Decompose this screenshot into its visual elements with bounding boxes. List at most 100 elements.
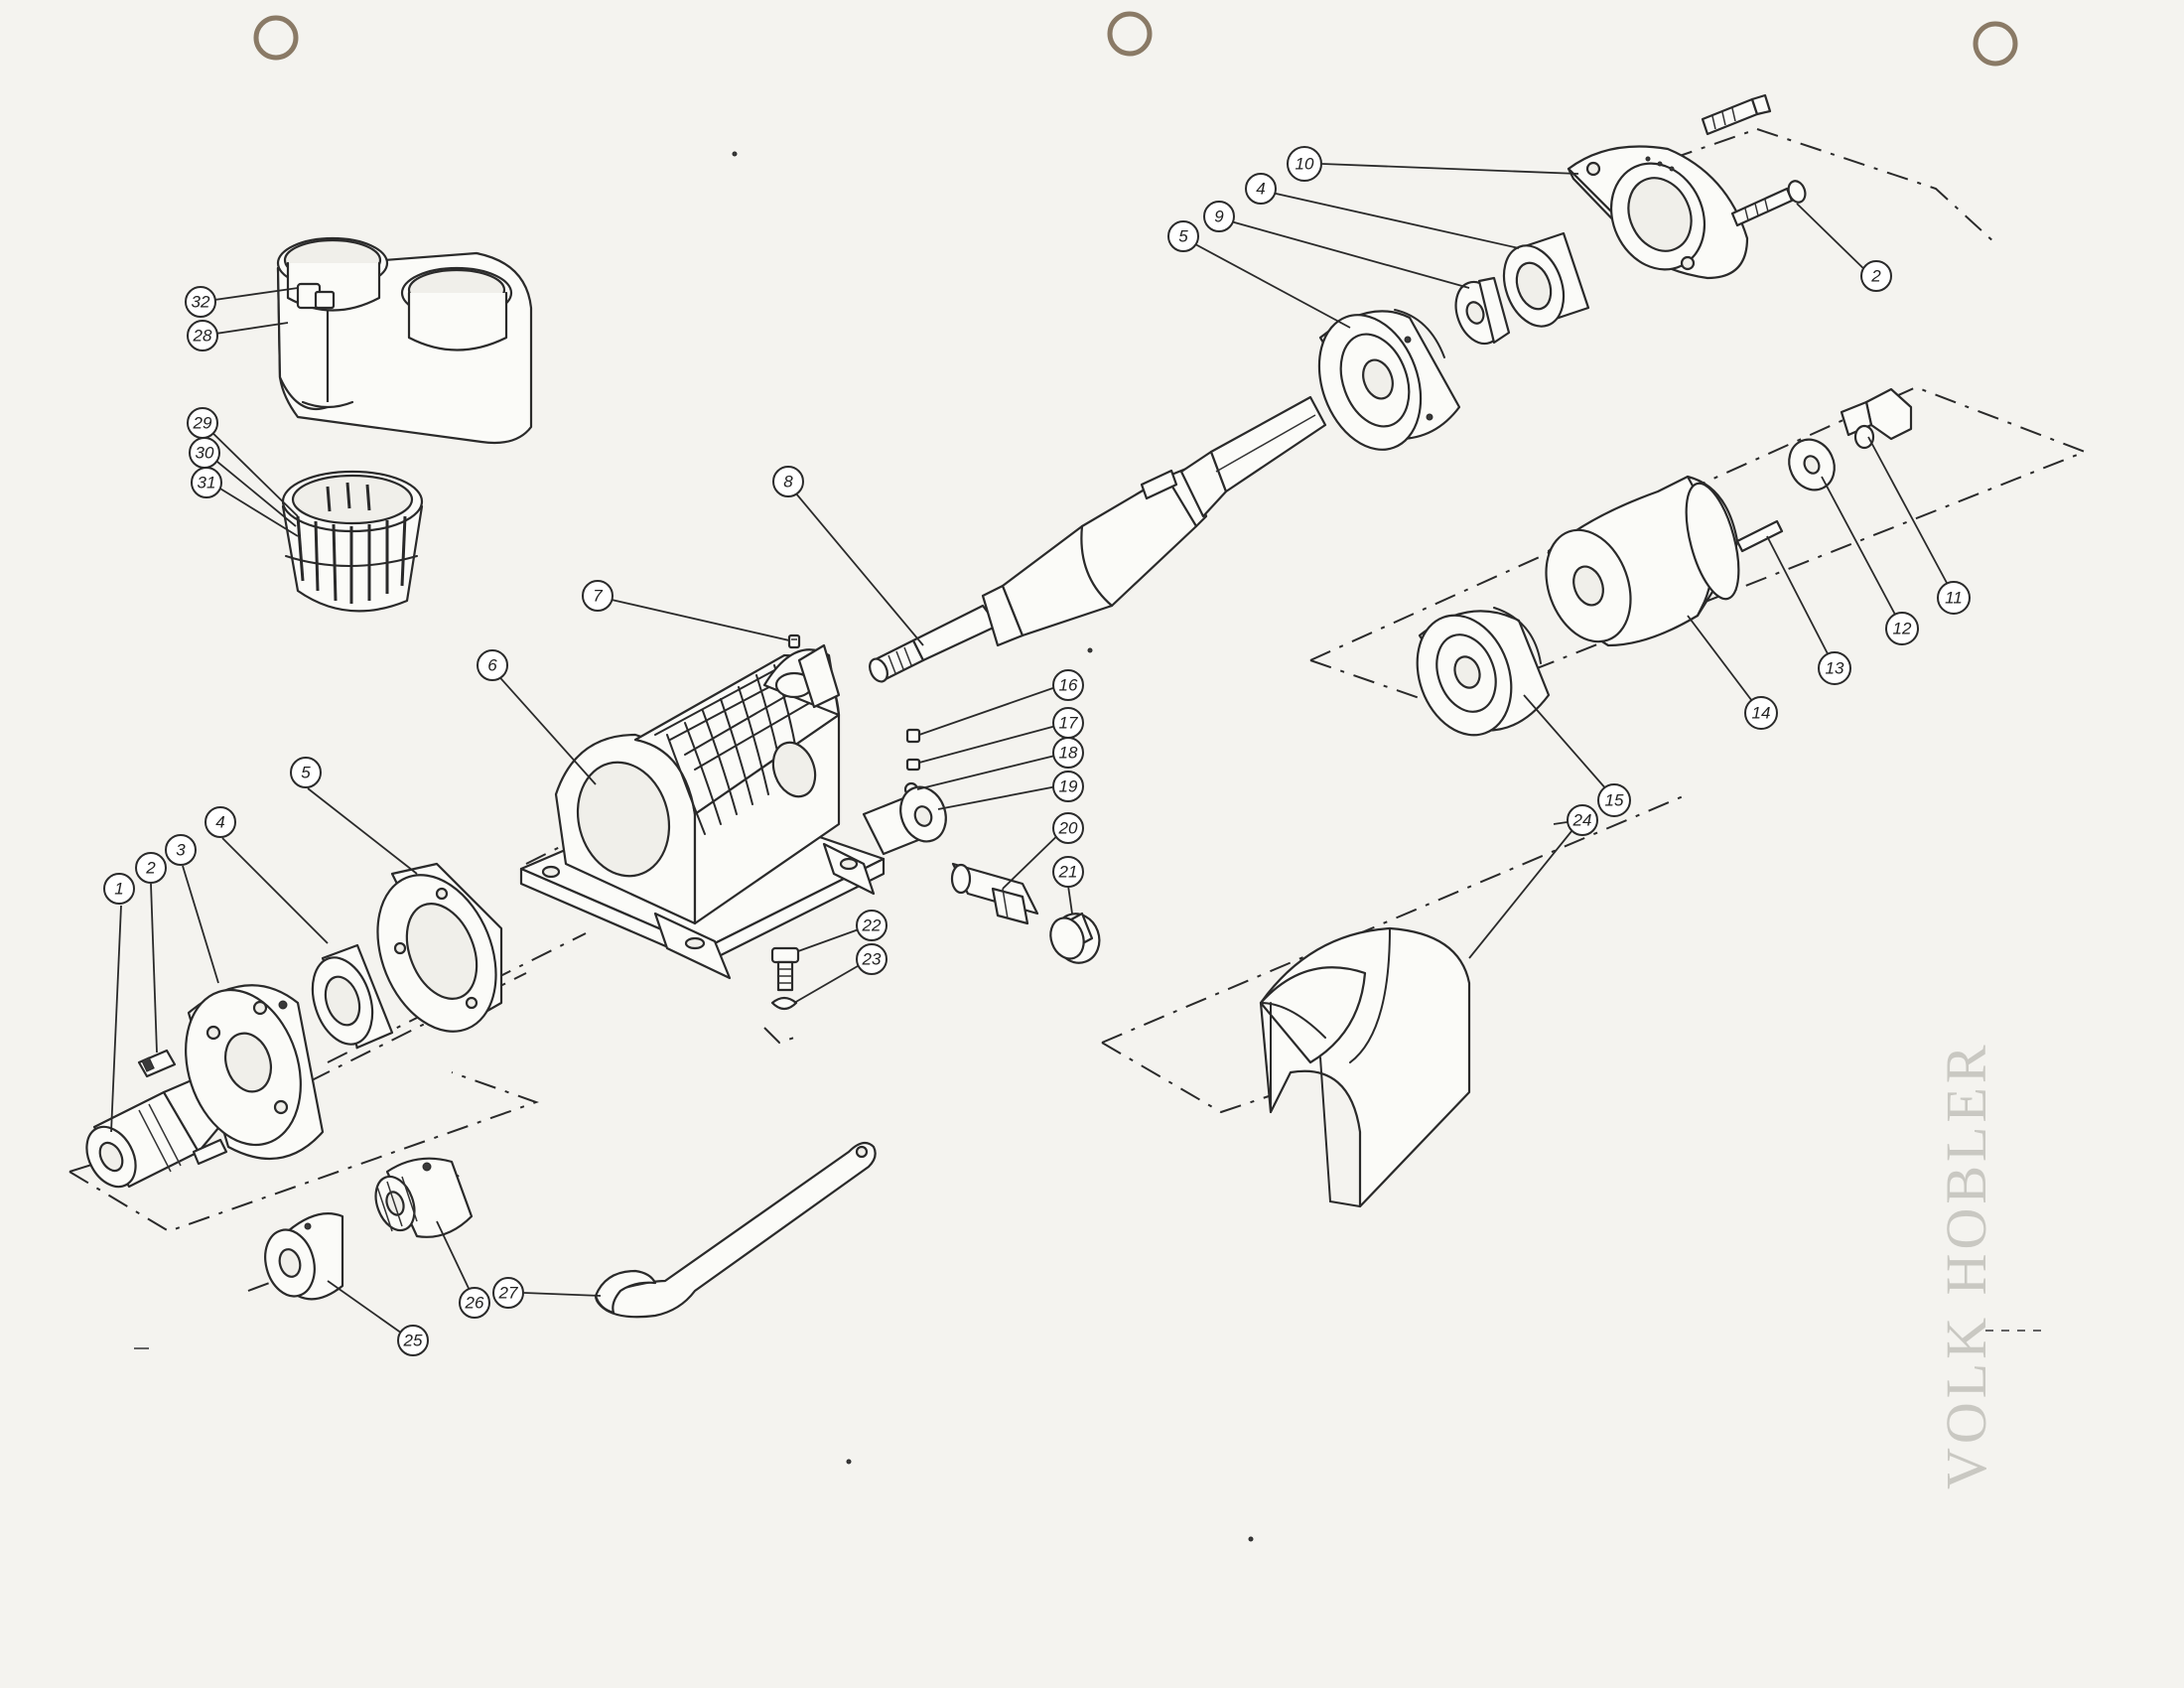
svg-text:12: 12 <box>1893 620 1912 638</box>
binder-holes <box>253 11 2018 67</box>
svg-text:25: 25 <box>403 1332 423 1350</box>
svg-text:6: 6 <box>487 656 497 675</box>
svg-text:4: 4 <box>215 813 224 832</box>
svg-text:15: 15 <box>1605 791 1624 810</box>
svg-text:18: 18 <box>1059 744 1078 763</box>
callout-12: 12 <box>1885 612 1919 645</box>
callout-23: 23 <box>856 943 887 975</box>
svg-text:2: 2 <box>145 859 156 878</box>
part-hex-plug <box>1840 387 1913 450</box>
part-pulley-cap-lower <box>376 862 503 1033</box>
svg-text:16: 16 <box>1059 676 1078 695</box>
callout-20: 20 <box>1052 812 1084 844</box>
svg-text:30: 30 <box>196 444 214 463</box>
part-spanner-wrench-27 <box>594 1141 877 1319</box>
part-belt-guard-28 <box>276 236 533 445</box>
svg-text:21: 21 <box>1058 863 1078 882</box>
part-spindle-housing <box>519 643 886 980</box>
part-adapter-26 <box>374 1157 474 1238</box>
part-adapter-25 <box>264 1212 344 1301</box>
callout-26: 26 <box>459 1287 490 1319</box>
svg-text:26: 26 <box>465 1294 484 1313</box>
svg-text:29: 29 <box>193 414 212 433</box>
callout-6: 6 <box>477 649 508 681</box>
part-pin <box>1735 519 1784 553</box>
svg-text:23: 23 <box>862 950 882 969</box>
callout-29: 29 <box>187 407 218 439</box>
callout-9: 9 <box>1203 201 1235 232</box>
part-brush-ring <box>281 470 424 613</box>
svg-text:5: 5 <box>1178 227 1188 246</box>
part-pulley-15 <box>1416 607 1551 737</box>
svg-text:11: 11 <box>1945 589 1963 608</box>
part-collet-nose <box>85 1075 225 1189</box>
part-washer-9 <box>1454 276 1511 346</box>
svg-text:22: 22 <box>862 916 882 935</box>
part-end-flange <box>1567 145 1749 280</box>
callout-2-upper: 2 <box>1860 260 1892 292</box>
callouts: 1 2 3 4 5 6 7 8 5 9 4 10 2 11 12 13 14 1… <box>103 146 1971 1356</box>
svg-text:24: 24 <box>1572 811 1592 830</box>
svg-text:19: 19 <box>1059 777 1078 796</box>
svg-text:10: 10 <box>1296 155 1314 174</box>
part-spindle-shaft <box>869 395 1327 683</box>
part-lock-assembly <box>862 728 1101 964</box>
svg-text:7: 7 <box>593 587 603 606</box>
part-bolt-22-23 <box>770 946 800 1011</box>
part-pulley-upper <box>1317 309 1461 451</box>
stray-marks <box>134 151 2045 1542</box>
svg-text:2: 2 <box>1870 267 1881 286</box>
callout-15: 15 <box>1597 783 1631 817</box>
callout-27: 27 <box>492 1277 524 1309</box>
part-screw-upper <box>1730 180 1807 227</box>
callout-13: 13 <box>1818 651 1851 685</box>
callout-1: 1 <box>103 873 135 905</box>
svg-text:31: 31 <box>198 474 216 492</box>
callout-19: 19 <box>1052 771 1084 802</box>
callout-21: 21 <box>1052 856 1084 888</box>
svg-text:27: 27 <box>498 1284 518 1303</box>
part-bearing-lower <box>311 943 394 1050</box>
part-grease-fitting <box>787 633 801 649</box>
callout-11: 11 <box>1937 581 1971 615</box>
bleed-through-text: VOLK HOBLER <box>1934 1041 1998 1489</box>
svg-text:4: 4 <box>1256 180 1265 199</box>
part-bolt-top <box>1701 93 1772 136</box>
part-flange <box>185 984 325 1161</box>
svg-text:17: 17 <box>1059 714 1078 733</box>
part-housing-sleeve <box>1545 475 1740 647</box>
callout-2-lower: 2 <box>135 852 167 884</box>
callout-31: 31 <box>191 467 222 498</box>
callout-8: 8 <box>772 466 804 497</box>
svg-text:3: 3 <box>176 841 186 860</box>
callout-17: 17 <box>1052 707 1084 739</box>
svg-text:9: 9 <box>1214 208 1224 226</box>
callout-3: 3 <box>165 834 197 866</box>
svg-text:5: 5 <box>301 764 311 782</box>
part-guard <box>1259 926 1471 1208</box>
part-washer-12 <box>1788 438 1836 492</box>
svg-text:8: 8 <box>783 473 793 492</box>
callout-25: 25 <box>397 1325 429 1356</box>
callout-7: 7 <box>582 580 614 612</box>
svg-text:32: 32 <box>192 293 210 312</box>
callout-4-upper: 4 <box>1245 173 1277 205</box>
callout-5-upper: 5 <box>1167 220 1199 252</box>
svg-text:13: 13 <box>1826 659 1844 678</box>
callout-28: 28 <box>187 320 218 352</box>
svg-text:1: 1 <box>114 880 123 899</box>
callout-30: 30 <box>189 437 220 469</box>
callout-5-lower: 5 <box>290 757 322 788</box>
leader-lines <box>110 163 1955 1341</box>
callout-10: 10 <box>1287 146 1322 182</box>
callout-24: 24 <box>1567 804 1598 836</box>
callout-22: 22 <box>856 910 887 941</box>
svg-text:14: 14 <box>1752 704 1771 723</box>
part-bearing-upper <box>1502 231 1590 328</box>
part-set-screws-lower <box>137 1049 228 1166</box>
callout-18: 18 <box>1052 737 1084 769</box>
callout-4-lower: 4 <box>205 806 236 838</box>
svg-text:28: 28 <box>193 327 212 346</box>
callout-14: 14 <box>1744 696 1778 730</box>
